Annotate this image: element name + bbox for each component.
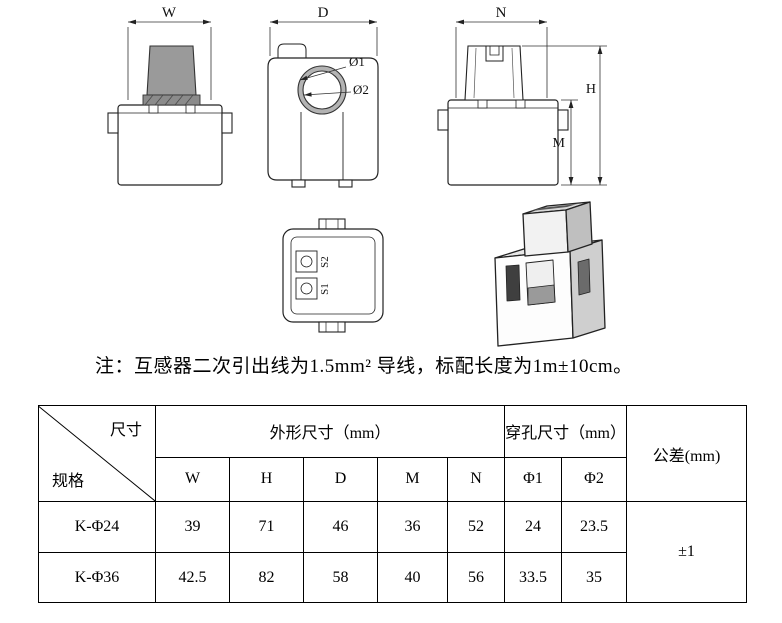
spec-table: 尺寸 规格 外形尺寸（mm） 穿孔尺寸（mm） 公差(mm) W H D M N… xyxy=(38,405,748,603)
col-header-phi1: Φ1 xyxy=(504,456,563,503)
dim-label-dia1: Ø1 xyxy=(349,54,365,69)
front-view-drawing: W xyxy=(107,5,233,186)
tolerance-value: ±1 xyxy=(626,501,748,603)
table-header-row-columns: W H D M N Φ1 Φ2 xyxy=(39,456,747,503)
dim-label-n: N xyxy=(496,5,507,21)
col-header-w: W xyxy=(155,456,230,503)
perspective-view-drawing xyxy=(494,201,606,347)
value-cell: 42.5 xyxy=(155,552,230,603)
value-cell: 40 xyxy=(377,552,448,603)
terminal-label-s1: S1 xyxy=(319,283,331,295)
value-cell: 56 xyxy=(446,552,506,603)
table-header-row-groups: 尺寸 规格 外形尺寸（mm） 穿孔尺寸（mm） 公差(mm) xyxy=(38,405,748,502)
note-text: 注：互感器二次引出线为1.5mm² 导线，标配长度为1m±10cm。 xyxy=(95,356,633,377)
value-cell: 23.5 xyxy=(561,501,628,553)
col-header-phi2: Φ2 xyxy=(561,456,628,503)
value-cell: 35 xyxy=(561,552,628,603)
value-cell: 46 xyxy=(303,501,378,553)
value-cell: 82 xyxy=(229,552,304,603)
col-header-h: H xyxy=(229,456,304,503)
spec-name: K-Φ36 xyxy=(38,552,156,603)
table-row: K-Φ24 39 71 46 36 52 24 23.5 ±1 xyxy=(38,501,748,603)
group-header-outline: 外形尺寸（mm） xyxy=(154,405,506,458)
col-header-d: D xyxy=(303,456,378,503)
table-row: K-Φ36 42.5 82 58 40 56 33.5 35 xyxy=(38,552,747,603)
dim-label-d: D xyxy=(318,5,329,21)
value-cell: 24 xyxy=(504,501,563,553)
value-cell: 52 xyxy=(446,501,506,553)
technical-drawing: W D xyxy=(107,5,607,347)
tolerance-header: 公差(mm) xyxy=(626,405,748,502)
dim-label-dia2: Ø2 xyxy=(353,82,369,97)
corner-label-spec: 规格 xyxy=(52,473,85,490)
value-cell: 36 xyxy=(377,501,448,553)
value-cell: 71 xyxy=(229,501,304,553)
bottom-view-drawing: S2 S1 xyxy=(282,218,384,333)
value-cell: 33.5 xyxy=(504,552,563,603)
value-cell: 39 xyxy=(155,501,230,553)
side-view-drawing: D Ø1 Ø2 xyxy=(267,5,379,188)
dim-label-h: H xyxy=(586,82,596,97)
col-header-m: M xyxy=(377,456,448,503)
right-view-drawing: N M xyxy=(437,5,607,186)
terminal-label-s2: S2 xyxy=(319,256,331,268)
spec-name: K-Φ24 xyxy=(38,501,156,553)
group-header-hole: 穿孔尺寸（mm） xyxy=(504,405,628,458)
col-header-n: N xyxy=(446,456,506,503)
corner-label-size: 尺寸 xyxy=(109,422,142,439)
dim-label-w: W xyxy=(162,5,177,21)
corner-cell: 尺寸 规格 xyxy=(38,405,156,502)
value-cell: 58 xyxy=(303,552,378,603)
dim-label-m: M xyxy=(553,136,566,151)
